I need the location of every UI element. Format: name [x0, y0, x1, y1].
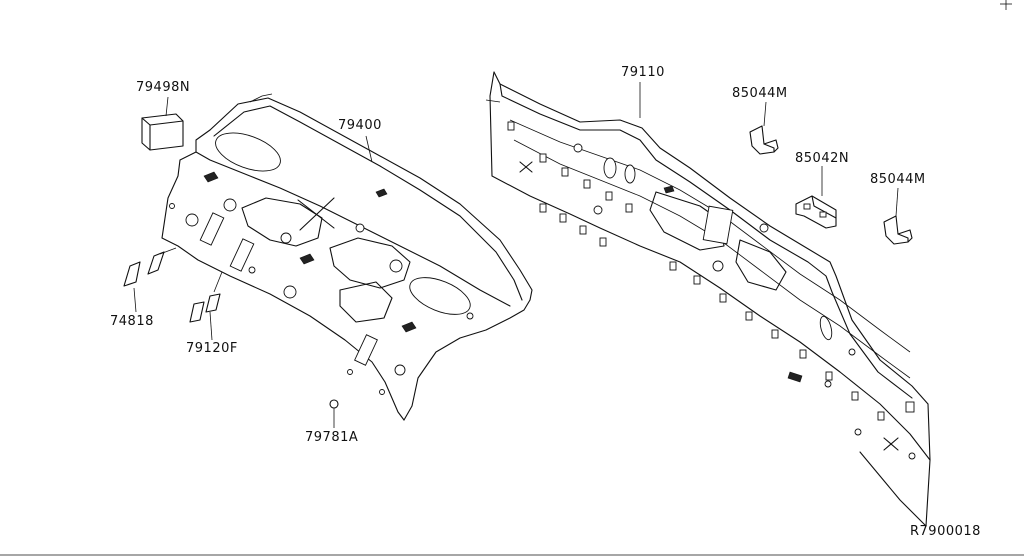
part-79781a-clip [329, 399, 339, 428]
callout-79110: 79110 [621, 65, 665, 80]
callout-79781a: 79781A [305, 430, 359, 445]
callout-85044m-top: 85044M [732, 86, 788, 101]
part-85044m-bracket-top [749, 101, 779, 155]
callout-74818: 74818 [110, 314, 154, 329]
part-85044m-bracket-bottom [883, 187, 913, 245]
reference-code: R7900018 [910, 524, 981, 539]
part-79400-parcel-shelf [161, 93, 533, 421]
callout-79120f: 79120F [186, 341, 238, 356]
part-74818-pads [123, 247, 177, 313]
callout-79400: 79400 [338, 118, 382, 133]
part-79110-rear-panel [485, 71, 931, 527]
callout-85042n: 85042N [795, 151, 850, 166]
part-85042n-bracket [795, 166, 837, 229]
callout-85044m-bottom: 85044M [870, 172, 926, 187]
part-79498n-pad [141, 96, 184, 151]
part-79120f-pads [189, 271, 223, 341]
callout-79498n: 79498N [136, 80, 191, 95]
